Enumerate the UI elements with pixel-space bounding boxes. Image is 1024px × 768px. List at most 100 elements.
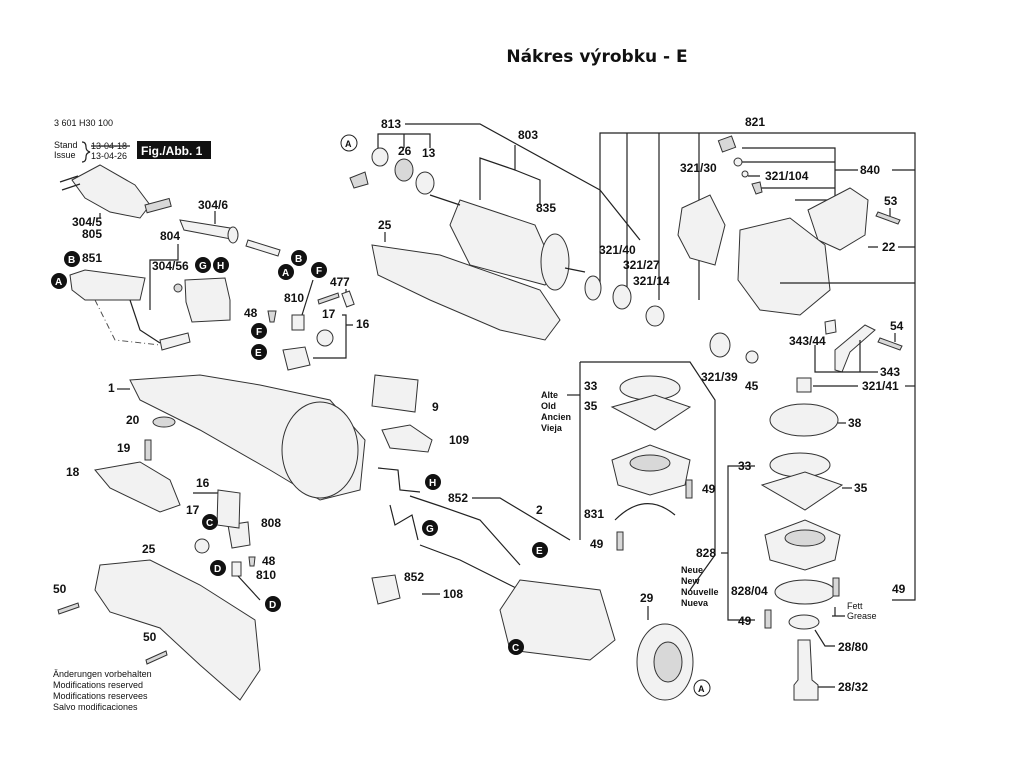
svg-text:C: C (512, 643, 519, 654)
screw-50-bottom (145, 650, 168, 665)
ref-A-top: A (340, 134, 358, 152)
housing-front (281, 401, 359, 499)
label-343: 343 (880, 365, 900, 379)
washer-28-80 (788, 614, 820, 630)
ref-H-wire: H (425, 474, 441, 490)
part-number: 3 601 H30 100 (54, 118, 113, 128)
svg-text:F: F (316, 266, 322, 277)
label-321-40: 321/40 (599, 243, 636, 257)
label-304-6: 304/6 (198, 198, 228, 212)
label-16-top: 16 (356, 317, 370, 331)
ref-G-top: G (195, 257, 211, 273)
bearings-part (349, 147, 435, 195)
grease-label-en: Grease (847, 611, 877, 621)
svg-text:B: B (68, 255, 75, 266)
label-28-32: 28/32 (838, 680, 868, 694)
plug-part (59, 164, 172, 219)
svg-text:E: E (536, 546, 543, 557)
ref-E-field: E (532, 542, 548, 558)
label-304-5: 304/5 (72, 215, 102, 229)
label-54: 54 (890, 319, 904, 333)
wire-852-a (409, 495, 521, 566)
lever-343 (834, 324, 876, 373)
small-fittings-part (717, 135, 763, 195)
ref-A-airguide: A (693, 679, 711, 697)
label-19: 19 (117, 441, 131, 455)
part-45 (745, 350, 759, 364)
label-49-old-a: 49 (702, 482, 716, 496)
label-840: 840 (860, 163, 880, 177)
spring-343-44 (824, 319, 837, 335)
label-304-56: 304/56 (152, 259, 189, 273)
label-321-41: 321/41 (862, 379, 899, 393)
label-17-top: 17 (322, 307, 336, 321)
old-label-2: Old (541, 401, 556, 411)
label-810-low: 810 (256, 568, 276, 582)
page-title: Nákres výrobku - E (506, 47, 688, 67)
label-plate-9 (371, 374, 419, 413)
ref-B-left: B (64, 251, 80, 267)
ref-E-mid: E (251, 344, 267, 360)
label-321-104: 321/104 (765, 169, 809, 183)
note-es: Salvo modificaciones (53, 702, 138, 712)
side-handle-25 (94, 559, 261, 701)
svg-text:A: A (698, 684, 705, 694)
new-label-4: Nueva (681, 598, 709, 608)
label-852-bottom: 852 (404, 570, 424, 584)
svg-text:G: G (426, 524, 434, 535)
clip-831 (614, 503, 676, 521)
brush-holder-top (282, 346, 311, 371)
svg-text:H: H (429, 478, 436, 489)
oring-828-04 (774, 579, 836, 605)
wire-852-b (419, 544, 521, 591)
note-fr: Modifications reservees (53, 691, 148, 701)
label-38: 38 (848, 416, 862, 430)
label-25-top: 25 (378, 218, 392, 232)
svg-text:D: D (269, 600, 276, 611)
screw-54 (877, 337, 903, 351)
svg-text:H: H (217, 261, 224, 272)
grease-label-de: Fett (847, 601, 863, 611)
note-de: Änderungen vorbehalten (53, 669, 152, 679)
label-50-bottom: 50 (143, 630, 157, 644)
svg-text:B: B (295, 254, 302, 265)
svg-text:A: A (282, 268, 289, 279)
label-808: 808 (261, 516, 281, 530)
brace (81, 141, 91, 163)
label-321-14: 321/14 (633, 274, 670, 288)
gasket-321-30 (677, 194, 726, 266)
label-852-top: 852 (448, 491, 468, 505)
spring-19 (144, 439, 152, 461)
label-33-old: 33 (584, 379, 598, 393)
label-2: 2 (536, 503, 543, 517)
label-49-old-b: 49 (590, 537, 604, 551)
old-label-3: Ancien (541, 412, 571, 422)
screw-50-top (57, 602, 80, 615)
figure-badge (137, 141, 211, 159)
label-18: 18 (66, 465, 80, 479)
label-805: 805 (82, 227, 102, 241)
ref-D-left: D (210, 560, 226, 576)
label-53: 53 (884, 194, 898, 208)
bushing-321-41 (796, 377, 812, 393)
ring-321-40 (584, 275, 602, 301)
ref-G-wire: G (422, 520, 438, 536)
new-label-3: Nouvelle (681, 587, 719, 597)
spindle-28-32 (793, 639, 819, 701)
label-813: 813 (381, 117, 401, 131)
label-22: 22 (882, 240, 896, 254)
gear-housing-part (737, 217, 831, 316)
ref-C-left: C (202, 514, 218, 530)
ref-F-mid: F (251, 323, 267, 339)
new-label-2: New (681, 576, 701, 586)
spring-20 (152, 416, 176, 428)
label-25-bottom: 25 (142, 542, 156, 556)
pinion-321-39 (709, 332, 731, 358)
label-45: 45 (745, 379, 759, 393)
label-17-low: 17 (186, 503, 200, 517)
ref-D-handle: D (265, 596, 281, 612)
stand-label: Stand (54, 140, 78, 150)
label-7: 7 (343, 275, 350, 289)
ref-H-top: H (213, 257, 229, 273)
